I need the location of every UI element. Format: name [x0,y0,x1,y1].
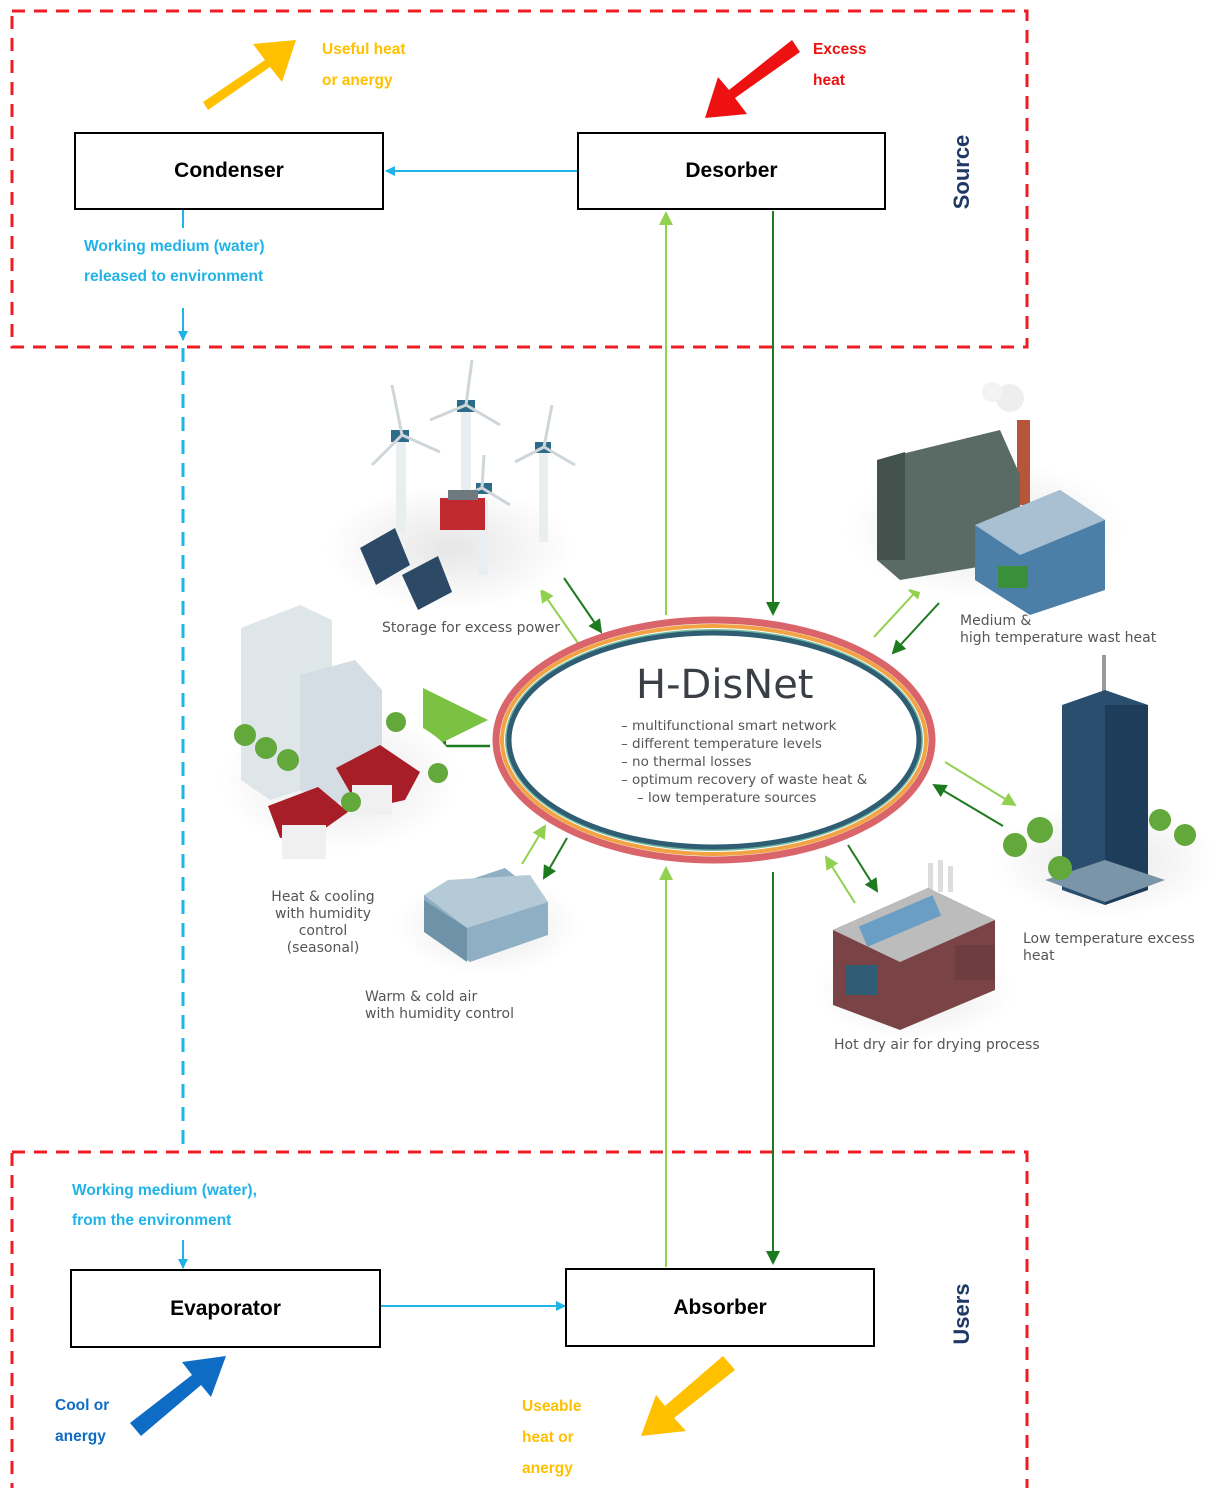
hub-title: H-DisNet [636,662,814,708]
hub-bullet: no thermal losses [621,753,867,771]
useable-heat-label: Useable heat or anergy [522,1391,581,1484]
storage-to-hub-arrow [563,577,603,634]
hub-to-greenhouse-arrow [543,837,568,880]
intake-label: Working medium (water), from the environ… [72,1176,257,1236]
condenser-box[interactable]: Condenser [74,132,384,210]
source-zone-label: Source [949,134,974,210]
useful-heat-arrow [203,40,296,110]
cool-label: Cool or anergy [55,1390,109,1452]
release-line2: released to environment [84,268,264,285]
excess-heat-line1: Excess [813,41,867,58]
hub-bullets: multifunctional smart network different … [621,717,867,807]
hub-to-factory-arrow [873,584,923,638]
houses-icon [220,605,460,859]
drying-to-hub-arrow [824,855,856,904]
play-icon[interactable] [423,688,488,752]
warm-cold-line1: Warm & cold air [365,989,478,1005]
heat-cool-caption: Heat & cooling with humidity control (se… [254,889,392,957]
source-zone-border [10,9,1029,349]
users-zone-border [10,1150,1029,1488]
hub-bullet: multifunctional smart network [621,717,867,735]
cool-line1: Cool or [55,1397,110,1414]
factory-to-hub-arrow [891,602,940,655]
excess-heat-line2: heat [813,72,845,89]
heat-cool-line1: Heat & cooling [271,889,375,905]
useable-heat-arrow [641,1356,735,1436]
useable-line3: anergy [522,1460,573,1477]
storage-caption: Storage for excess power [382,620,560,636]
condenser-label: Condenser [174,159,284,182]
greenhouse-icon [396,868,580,975]
hub-to-drying-arrow [847,844,879,893]
heat-cool-line3: (seasonal) [286,940,360,956]
useable-line1: Useable [522,1398,582,1415]
greenhouse-to-hub-arrow [521,824,547,865]
medium-high-line1: Medium & [960,613,1032,629]
cool-arrow [130,1356,226,1436]
users-zone-label: Users [949,1283,974,1345]
medium-high-line2: high temperature wast heat [960,630,1157,646]
release-line1: Working medium (water) [84,238,265,255]
absorber-label: Absorber [673,1295,767,1319]
cool-line2: anergy [55,1428,106,1445]
warm-cold-line2: with humidity control [365,1006,514,1022]
useful-heat-line1: Useful heat [322,41,406,58]
desorber-label: Desorber [685,159,778,182]
wind-turbine-icon [325,359,576,610]
hot-dry-caption: Hot dry air for drying process [834,1037,1040,1053]
useful-heat-line2: or anergy [322,72,393,89]
hub-to-tower-arrow [944,761,1017,807]
absorber-box[interactable]: Absorber [565,1268,875,1347]
medium-high-caption: Medium & high temperature wast heat [960,613,1156,647]
release-label: Working medium (water) released to envir… [84,232,265,292]
hub-bullet-continued: low temperature sources [621,789,867,807]
hub-bullet: different temperature levels [621,735,867,753]
factory-icon [845,382,1125,615]
low-temp-caption: Low temperature excess heat [1023,931,1195,964]
heat-cool-line2: with humidity control [275,906,371,939]
useful-heat-label: Useful heat or anergy [322,34,406,96]
excess-heat-label: Excess heat [813,34,866,96]
intake-line1: Working medium (water), [72,1182,257,1199]
excess-heat-arrow [705,40,800,118]
evaporator-box[interactable]: Evaporator [70,1269,381,1348]
hub-bullet: optimum recovery of waste heat & [621,771,867,789]
skyscraper-icon [993,655,1217,918]
warm-cold-caption: Warm & cold air with humidity control [365,989,514,1023]
intake-line2: from the environment [72,1212,232,1229]
tower-to-hub-arrow [932,783,1004,827]
useable-line2: heat or [522,1429,574,1446]
evaporator-label: Evaporator [170,1296,281,1320]
desorber-box[interactable]: Desorber [577,132,886,210]
drying-plant-icon [815,860,1015,1040]
hub-to-storage-arrow [539,588,579,644]
